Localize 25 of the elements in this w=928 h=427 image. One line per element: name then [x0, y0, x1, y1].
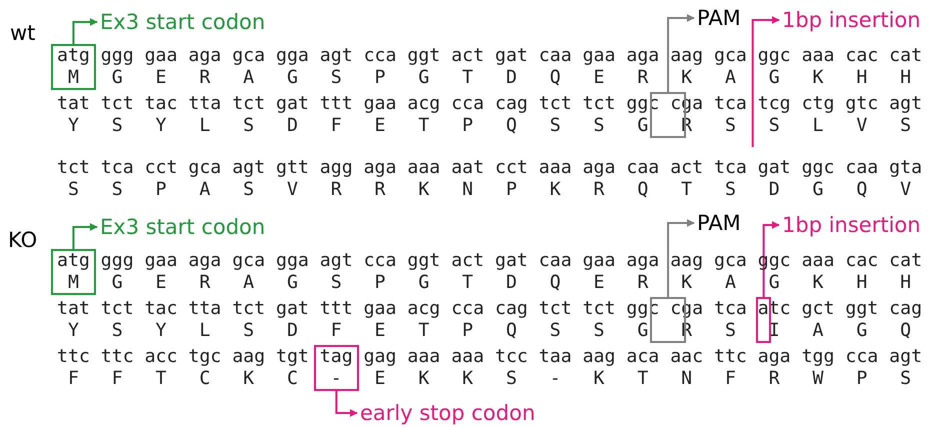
amino-acid-sequence: M G E R A G S P G T D Q E R K A G K H H	[68, 67, 912, 89]
leader-arrow	[72, 223, 98, 249]
codon-sequence: ttc ttc acc tgc aag tgt tag gag aaa aaa tcc taa aag aca aac ttc aga tgg cca agt	[57, 346, 922, 368]
highlight-box	[51, 44, 96, 90]
leader-arrow	[72, 18, 98, 44]
annotation-label: PAM	[697, 6, 741, 30]
row-label: wt	[10, 21, 36, 45]
annotation-label: 1bp insertion	[782, 8, 921, 32]
annotation-label: Ex3 start codon	[100, 10, 266, 34]
codon-sequence: tct tca cct gca agt gtt agg aga aaa aat cct aaa aga caa act tca gat ggc caa gta	[57, 157, 922, 179]
amino-acid-sequence: F F T C K C - E K K S - K T N F R W P S	[68, 368, 912, 390]
amino-acid-sequence: S S P A S V R R K N P K R Q T S D G Q V	[68, 179, 912, 201]
leader-arrow	[667, 14, 695, 92]
amino-acid-sequence: M G E R A G S P G T D Q E R K A G K H H	[68, 272, 912, 294]
leader-arrow	[335, 391, 358, 417]
leader-arrow	[667, 219, 695, 297]
highlight-box	[51, 249, 96, 295]
row-label: KO	[8, 228, 38, 252]
leader-arrow	[752, 16, 780, 147]
annotation-label: Ex3 start codon	[100, 215, 266, 239]
annotation-label: early stop codon	[360, 401, 536, 425]
codon-sequence: atg ggg gaa aga gca gga agt cca ggt act gat caa gaa aga aag gca ggc aaa cac cat	[57, 45, 922, 67]
highlight-box	[314, 345, 359, 391]
annotation-label: PAM	[697, 211, 741, 235]
annotation-label: 1bp insertion	[782, 213, 921, 237]
